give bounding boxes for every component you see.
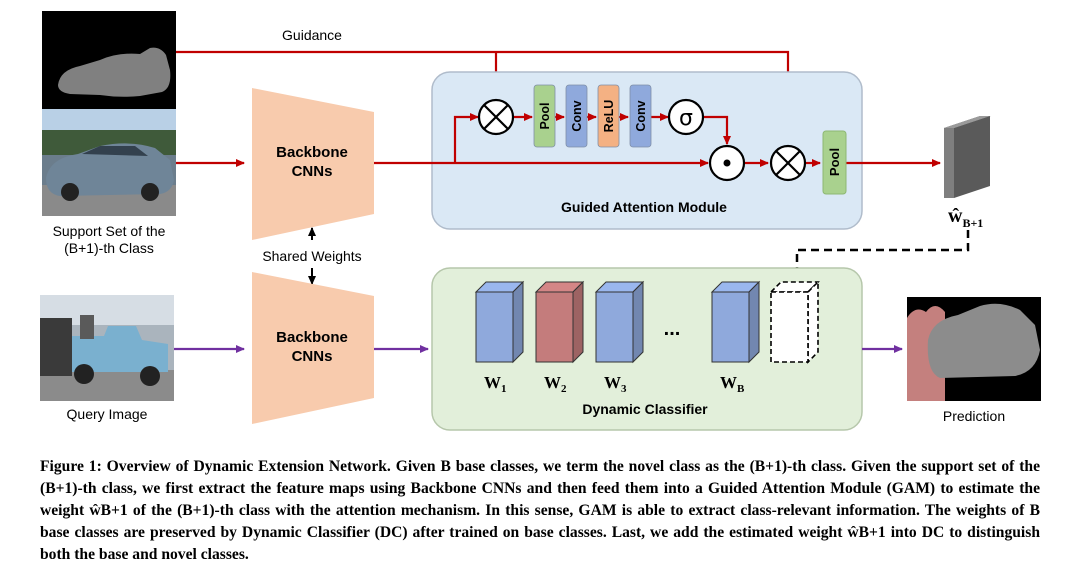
multiply-op-1	[477, 98, 515, 136]
weight-label-1: W1	[484, 373, 507, 395]
gam-block-label: Conv	[634, 100, 648, 131]
weight-cube-3: W3	[594, 280, 645, 395]
caption-text: Figure 1: Overview of Dynamic Extension …	[40, 458, 1040, 563]
backbone-top-label-line2: CNNs	[292, 163, 333, 180]
weight-cube-b: WB	[710, 280, 761, 395]
sigma-symbol: σ	[679, 106, 693, 131]
figure-caption: Figure 1: Overview of Dynamic Extension …	[40, 456, 1040, 566]
weight-cube-2: W2	[534, 280, 585, 395]
backbone-cnn-top: Backbone CNNs	[252, 88, 374, 240]
dc-title: Dynamic Classifier	[582, 401, 708, 417]
backbone-cnn-bottom: Backbone CNNs	[252, 272, 374, 424]
weight-label-2: W2	[544, 373, 567, 395]
gam-block-pool-1: Pool	[533, 84, 556, 148]
prediction-label: Prediction	[943, 408, 1005, 424]
prediction-mask-image	[907, 297, 1041, 401]
guidance-label: Guidance	[282, 27, 342, 43]
w-hat-sub: B+1	[962, 216, 983, 230]
gam-block-conv-4: Conv	[629, 84, 652, 148]
dynamic-extension-network-diagram: Support Set of the (B+1)-th Class Guidan…	[40, 11, 1041, 431]
shared-weights-label: Shared Weights	[262, 248, 361, 264]
support-label-line1: Support Set of the	[53, 223, 166, 239]
gam-block-conv-2: Conv	[565, 84, 588, 148]
weight-label-b: WB	[720, 373, 745, 395]
support-mask-image	[42, 11, 176, 109]
gam-block-label: ReLU	[602, 100, 616, 133]
gam-pool-block-2: Pool	[822, 130, 847, 195]
w-hat-label: ŵB+1	[948, 205, 983, 230]
multiply-op-2	[769, 144, 807, 182]
sigmoid-op: σ	[667, 98, 705, 136]
support-label-line2: (B+1)-th Class	[64, 240, 154, 256]
support-car-photo	[42, 109, 176, 216]
elementwise-product-op	[708, 144, 746, 182]
weight-cubes: W1 W2 W3 WB	[474, 280, 761, 395]
backbone-bottom-label-line2: CNNs	[292, 348, 333, 365]
backbone-top-label-line1: Backbone	[276, 144, 348, 161]
query-label: Query Image	[67, 406, 148, 422]
gam-main-path	[374, 113, 941, 167]
new-class-dashed-cube	[769, 280, 820, 364]
gam-block-relu-3: ReLU	[597, 84, 620, 148]
weight-cube-1: W1	[474, 280, 525, 395]
gam-blocks: Pool Conv ReLU Conv	[533, 84, 652, 148]
gam-block-label: Conv	[570, 100, 584, 131]
dc-ellipsis: ...	[664, 318, 681, 340]
w-hat-feature-cube	[944, 116, 991, 198]
backbone-bottom-label-line1: Backbone	[276, 329, 348, 346]
gam-block-label: Pool	[538, 102, 552, 129]
gam-pool2-label: Pool	[827, 148, 842, 176]
gam-title: Guided Attention Module	[561, 199, 727, 215]
w-hat-to-dc-dashed-arrow	[793, 230, 970, 281]
query-image-photo	[40, 295, 174, 401]
weight-label-3: W3	[604, 373, 627, 395]
w-hat-main: ŵ	[948, 205, 963, 227]
